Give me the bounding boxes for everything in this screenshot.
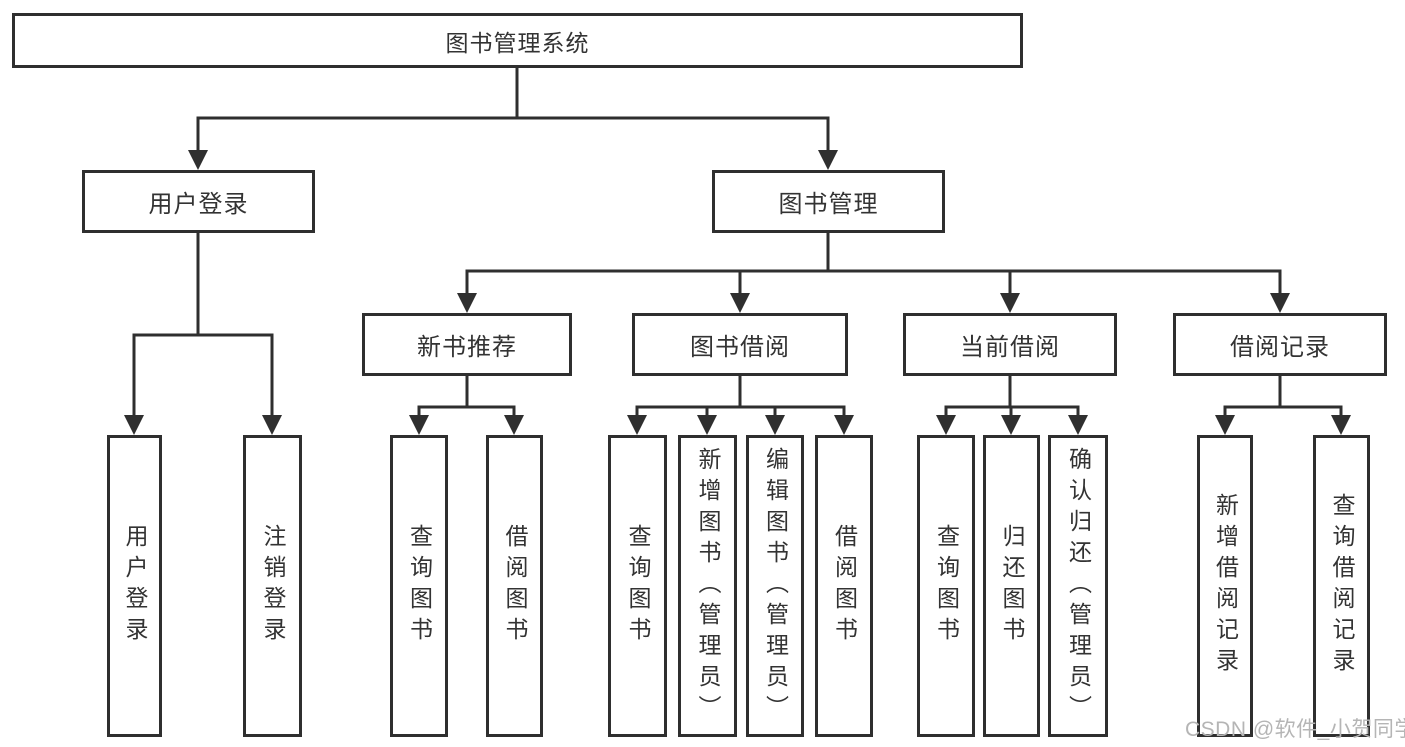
node-label: 借阅图书 [502, 524, 528, 648]
leaf-query-books-borrow: 查询图书 [608, 435, 667, 737]
arrowhead-icon [1068, 415, 1088, 435]
leaf-confirm-return-admin: 确认归还（管理员） [1048, 435, 1108, 737]
node-label: 查询图书 [406, 524, 433, 648]
edge-root-to-level2 [196, 68, 830, 152]
arrowhead-icon [1000, 293, 1020, 313]
leaf-add-borrow-record: 新增借阅记录 [1197, 435, 1253, 737]
node-label: 注销登录 [260, 524, 286, 648]
node-label: 查询图书 [625, 524, 651, 648]
arrowhead-icon [765, 415, 785, 435]
node-label: 新增借阅记录 [1212, 493, 1239, 679]
arrowheads [124, 150, 1351, 435]
arrowhead-icon [1215, 415, 1235, 435]
node-label: 借阅图书 [831, 524, 858, 648]
arrowhead-icon [504, 415, 524, 435]
arrowhead-icon [262, 415, 282, 435]
arrowhead-icon [457, 293, 477, 313]
arrowhead-icon [697, 415, 717, 435]
arrowhead-icon [124, 415, 144, 435]
arrowhead-icon [1331, 415, 1351, 435]
watermark: CSDN @软件_小贺同学 [1185, 718, 1405, 741]
node-label: 当前借阅 [960, 334, 1060, 361]
leaf-query-books-recommend: 查询图书 [390, 435, 448, 737]
leaf-logout: 注销登录 [243, 435, 302, 737]
node-user-login: 用户登录 [82, 170, 315, 233]
node-label: 用户登录 [148, 191, 249, 218]
node-borrowing-records: 借阅记录 [1173, 313, 1387, 376]
arrowhead-icon [188, 150, 208, 170]
connector-lines [132, 68, 1343, 419]
node-label: 图书管理 [778, 191, 879, 218]
leaf-query-books-current: 查询图书 [917, 435, 975, 737]
leaf-user-login: 用户登录 [107, 435, 162, 737]
leaf-add-book-admin: 新增图书（管理员） [678, 435, 737, 737]
arrowhead-icon [730, 293, 750, 313]
node-label: 编辑图书（管理员） [762, 446, 789, 726]
node-label: 用户登录 [122, 524, 148, 648]
node-label: 借阅记录 [1230, 334, 1330, 361]
edge-book-management-to-level3 [465, 233, 1282, 295]
arrowhead-icon [818, 150, 838, 170]
node-label: 图书借阅 [690, 334, 790, 361]
leaf-query-borrow-record: 查询借阅记录 [1313, 435, 1370, 737]
edge-current-borrow-to-leaves [944, 376, 1080, 419]
arrowhead-icon [936, 415, 956, 435]
node-current-borrowing: 当前借阅 [903, 313, 1117, 376]
leaf-borrow-books-recommend: 借阅图书 [486, 435, 543, 737]
leaf-return-books: 归还图书 [983, 435, 1040, 737]
node-book-borrowing: 图书借阅 [632, 313, 848, 376]
arrowhead-icon [409, 415, 429, 435]
node-library-management-system: 图书管理系统 [12, 13, 1023, 68]
node-label: 确认归还（管理员） [1065, 446, 1092, 726]
arrowhead-icon [1001, 415, 1021, 435]
node-label: 新书推荐 [417, 334, 517, 361]
edge-book-borrow-to-leaves [635, 376, 846, 419]
edge-borrow-records-to-leaves [1223, 376, 1343, 419]
leaf-borrow-books: 借阅图书 [815, 435, 873, 737]
node-label: 查询借阅记录 [1329, 493, 1355, 679]
edge-user-login-to-leaves [132, 233, 274, 417]
node-new-book-recommendation: 新书推荐 [362, 313, 572, 376]
node-label: 图书管理系统 [445, 29, 590, 56]
arrowhead-icon [627, 415, 647, 435]
node-label: 查询图书 [933, 524, 960, 648]
arrowhead-icon [1270, 293, 1290, 313]
leaf-edit-book-admin: 编辑图书（管理员） [746, 435, 804, 737]
node-label: 归还图书 [999, 524, 1025, 648]
arrowhead-icon [834, 415, 854, 435]
node-label: 新增图书（管理员） [695, 446, 721, 726]
node-book-management: 图书管理 [712, 170, 945, 233]
edge-new-book-recommend-to-leaves [417, 376, 516, 419]
